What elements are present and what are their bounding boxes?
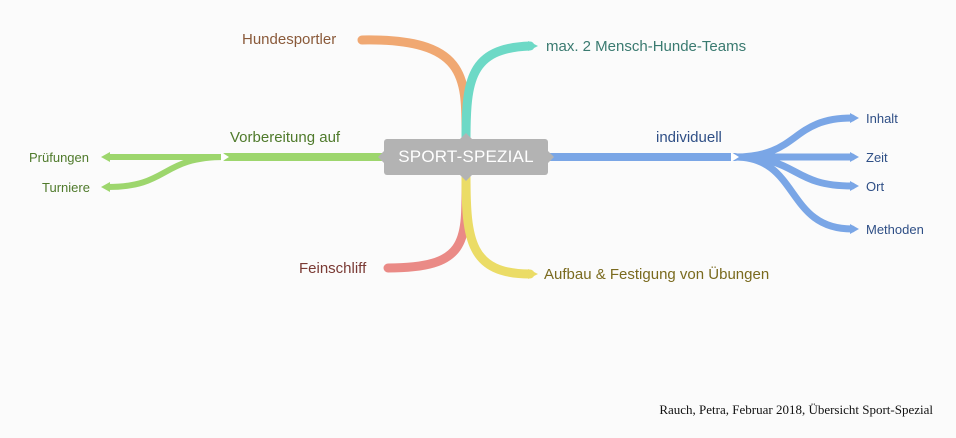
connector-hundesportler	[357, 35, 471, 145]
arrow-tip-ort	[850, 181, 859, 191]
connector-methoden	[731, 153, 856, 233]
joint-mark-vorbereitung	[221, 152, 229, 162]
leaf-label-inhalt[interactable]: Inhalt	[866, 111, 898, 126]
leaf-label-pruefungen[interactable]: Prüfungen	[29, 150, 89, 165]
branch-label-individuell[interactable]: individuell	[656, 129, 722, 146]
branch-label-teams[interactable]: max. 2 Mensch-Hunde-Teams	[546, 38, 747, 55]
branch-label-aufbau[interactable]: Aufbau & Festigung von Übungen	[544, 266, 770, 283]
arrow-tip-turniere	[101, 182, 110, 192]
branch-label-hundesportler[interactable]: Hundesportler	[242, 31, 337, 48]
arrow-tip-teams	[528, 41, 538, 51]
connector-feinschliff	[383, 171, 471, 273]
arrow-tip-methoden	[850, 224, 859, 234]
leaf-label-turniere[interactable]: Turniere	[42, 180, 90, 195]
leaf-label-methoden[interactable]: Methoden	[866, 222, 924, 237]
leaf-label-zeit[interactable]: Zeit	[866, 150, 888, 165]
branch-label-vorbereitung[interactable]: Vorbereitung auf	[230, 129, 341, 146]
connector-turniere	[105, 154, 228, 190]
arrow-tip-pruefungen	[101, 152, 110, 162]
source-citation: Rauch, Petra, Februar 2018, Übersicht Sp…	[659, 402, 933, 417]
arrow-tip-zeit	[850, 152, 859, 162]
arrow-tip-inhalt	[850, 113, 859, 123]
connector-aufbau	[461, 171, 535, 279]
connector-inhalt	[731, 114, 856, 161]
branch-label-feinschliff[interactable]: Feinschliff	[299, 260, 367, 277]
central-topic[interactable]: SPORT-SPEZIAL	[384, 139, 548, 175]
central-topic-label: SPORT-SPEZIAL	[398, 147, 534, 166]
arrow-tip-aufbau	[528, 269, 538, 279]
connector-teams	[461, 41, 535, 145]
joint-mark-individuell	[731, 152, 739, 162]
leaf-label-ort[interactable]: Ort	[866, 179, 885, 194]
